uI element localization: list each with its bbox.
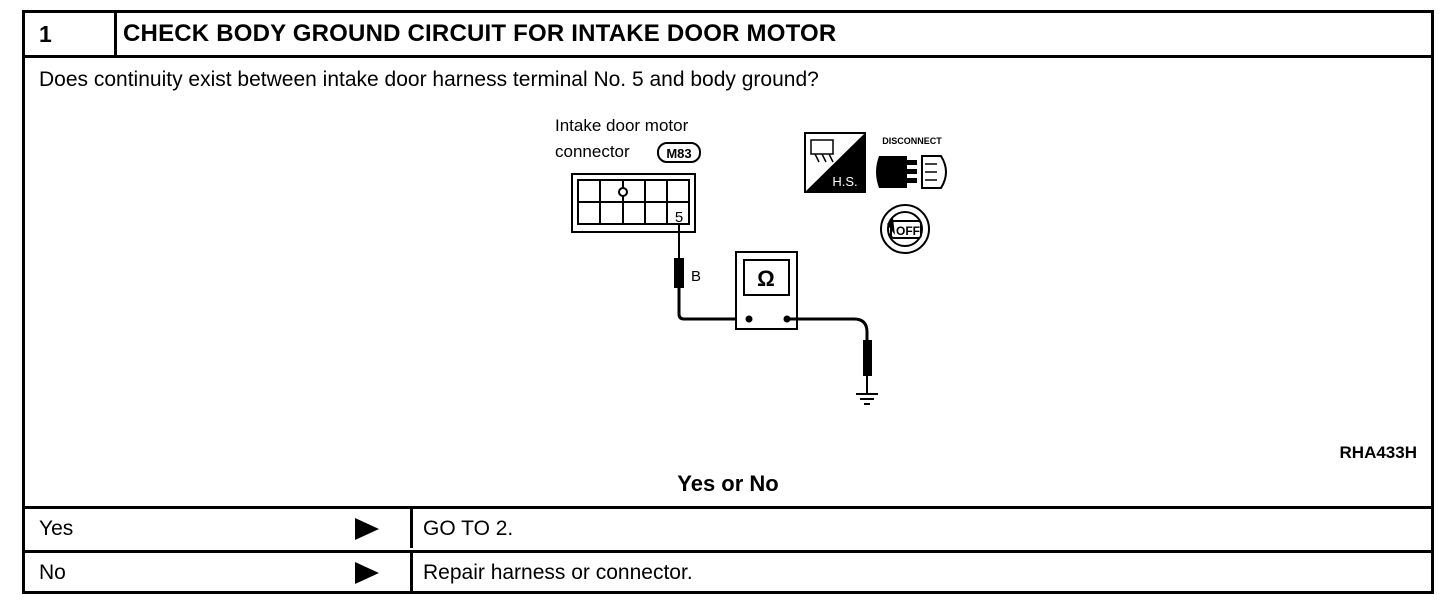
disconnect-connector-icon	[876, 155, 947, 189]
ground-wire	[787, 317, 869, 340]
arrow-right-icon	[355, 518, 379, 540]
diagnostic-procedure-sheet: 1 CHECK BODY GROUND CIRCUIT FOR INTAKE D…	[22, 10, 1434, 594]
step-title: CHECK BODY GROUND CIRCUIT FOR INTAKE DOO…	[123, 20, 837, 47]
wiring-diagram: Intake door motor connector M83 5 B	[25, 108, 1431, 458]
ohm-symbol: Ω	[757, 266, 775, 291]
decision-condition: No	[39, 561, 66, 584]
terminal-number: 5	[675, 209, 683, 226]
column-divider	[410, 553, 413, 592]
connector-id: M83	[666, 146, 691, 161]
hs-badge-label: H.S.	[832, 174, 857, 189]
ignition-off-label: OFF	[896, 224, 920, 238]
decision-condition: Yes	[39, 517, 74, 540]
arrow-right-icon	[355, 562, 379, 584]
wiring-diagram-svg: Intake door motor connector M83 5 B	[555, 116, 947, 405]
ignition-off-icon	[880, 204, 930, 254]
connector-label-line2: connector	[555, 142, 630, 161]
connector-label-line1: Intake door motor	[555, 116, 689, 135]
step-number: 1	[25, 13, 117, 55]
ground-symbol-icon	[856, 393, 878, 405]
decision-result: Repair harness or connector.	[423, 561, 693, 584]
harness-service-icon	[804, 132, 866, 193]
ground-probe-icon	[863, 340, 872, 376]
connector-id-badge	[657, 142, 701, 163]
column-divider	[410, 509, 413, 548]
decision-result: GO TO 2.	[423, 517, 514, 540]
decision-row-yes: Yes GO TO 2.	[25, 506, 1431, 548]
figure-code: RHA433H	[1339, 443, 1417, 462]
ohmmeter-icon	[735, 251, 798, 330]
inspection-question: Does continuity exist between intake doo…	[39, 68, 819, 91]
disconnect-label: DISCONNECT	[882, 136, 942, 146]
step-header: 1 CHECK BODY GROUND CIRCUIT FOR INTAKE D…	[25, 13, 1431, 58]
test-probe-icon	[674, 258, 684, 288]
decision-heading: Yes or No	[677, 471, 779, 496]
decision-row-no: No Repair harness or connector.	[25, 550, 1431, 592]
wire-color-label: B	[691, 268, 701, 285]
harness-wire	[677, 288, 749, 321]
connector-icon	[571, 173, 696, 233]
